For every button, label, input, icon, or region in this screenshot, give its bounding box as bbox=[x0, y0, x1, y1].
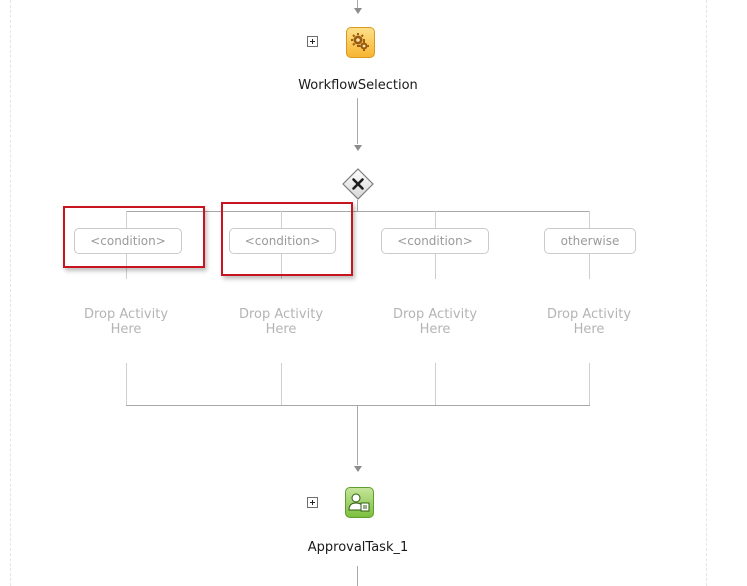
drop-zone-text: Here bbox=[419, 322, 451, 337]
expand-approvaltask-button[interactable] bbox=[307, 497, 318, 508]
arrow-down-icon bbox=[354, 8, 362, 14]
connector-line bbox=[357, 200, 358, 212]
otherwise-pill[interactable]: otherwise bbox=[544, 228, 636, 254]
drop-zone-text: Here bbox=[110, 322, 142, 337]
branch-line bbox=[126, 363, 127, 405]
canvas-left-guide bbox=[10, 0, 11, 586]
drop-zone-text: Here bbox=[573, 322, 605, 337]
condition-pill-3[interactable]: <condition> bbox=[381, 228, 489, 254]
drop-zone-3[interactable]: Drop Activity Here bbox=[380, 307, 490, 337]
branch-merge-line bbox=[126, 405, 590, 406]
drop-zone-1[interactable]: Drop Activity Here bbox=[71, 307, 181, 337]
branch-line bbox=[281, 363, 282, 405]
condition-pill-2[interactable]: <condition> bbox=[229, 228, 336, 254]
connector-line bbox=[357, 566, 358, 586]
branch-line bbox=[435, 363, 436, 405]
drop-zone-4[interactable]: Drop Activity Here bbox=[534, 307, 644, 337]
close-x-icon bbox=[352, 178, 364, 190]
human-task-icon[interactable] bbox=[345, 487, 374, 518]
branch-split-line bbox=[126, 211, 589, 212]
connector-line bbox=[357, 405, 358, 465]
connector-line bbox=[357, 0, 358, 8]
expand-workflowselection-button[interactable] bbox=[307, 36, 318, 47]
switch-gateway[interactable] bbox=[342, 168, 374, 200]
drop-zone-text: Drop Activity bbox=[546, 307, 632, 322]
branch-line bbox=[589, 363, 590, 405]
drop-zone-text: Drop Activity bbox=[392, 307, 478, 322]
drop-zone-2[interactable]: Drop Activity Here bbox=[226, 307, 336, 337]
drop-zone-text: Drop Activity bbox=[83, 307, 169, 322]
drop-zone-text: Drop Activity bbox=[238, 307, 324, 322]
canvas-right-guide bbox=[706, 0, 707, 586]
connector-line bbox=[357, 98, 358, 144]
workflowselection-label: WorkflowSelection bbox=[298, 78, 418, 93]
approvaltask-label: ApprovalTask_1 bbox=[307, 540, 409, 555]
arrow-down-icon bbox=[354, 466, 362, 472]
condition-pill-1[interactable]: <condition> bbox=[74, 228, 182, 254]
drop-zone-text: Here bbox=[265, 322, 297, 337]
arrow-down-icon bbox=[354, 145, 362, 151]
gears-icon[interactable] bbox=[346, 27, 375, 58]
